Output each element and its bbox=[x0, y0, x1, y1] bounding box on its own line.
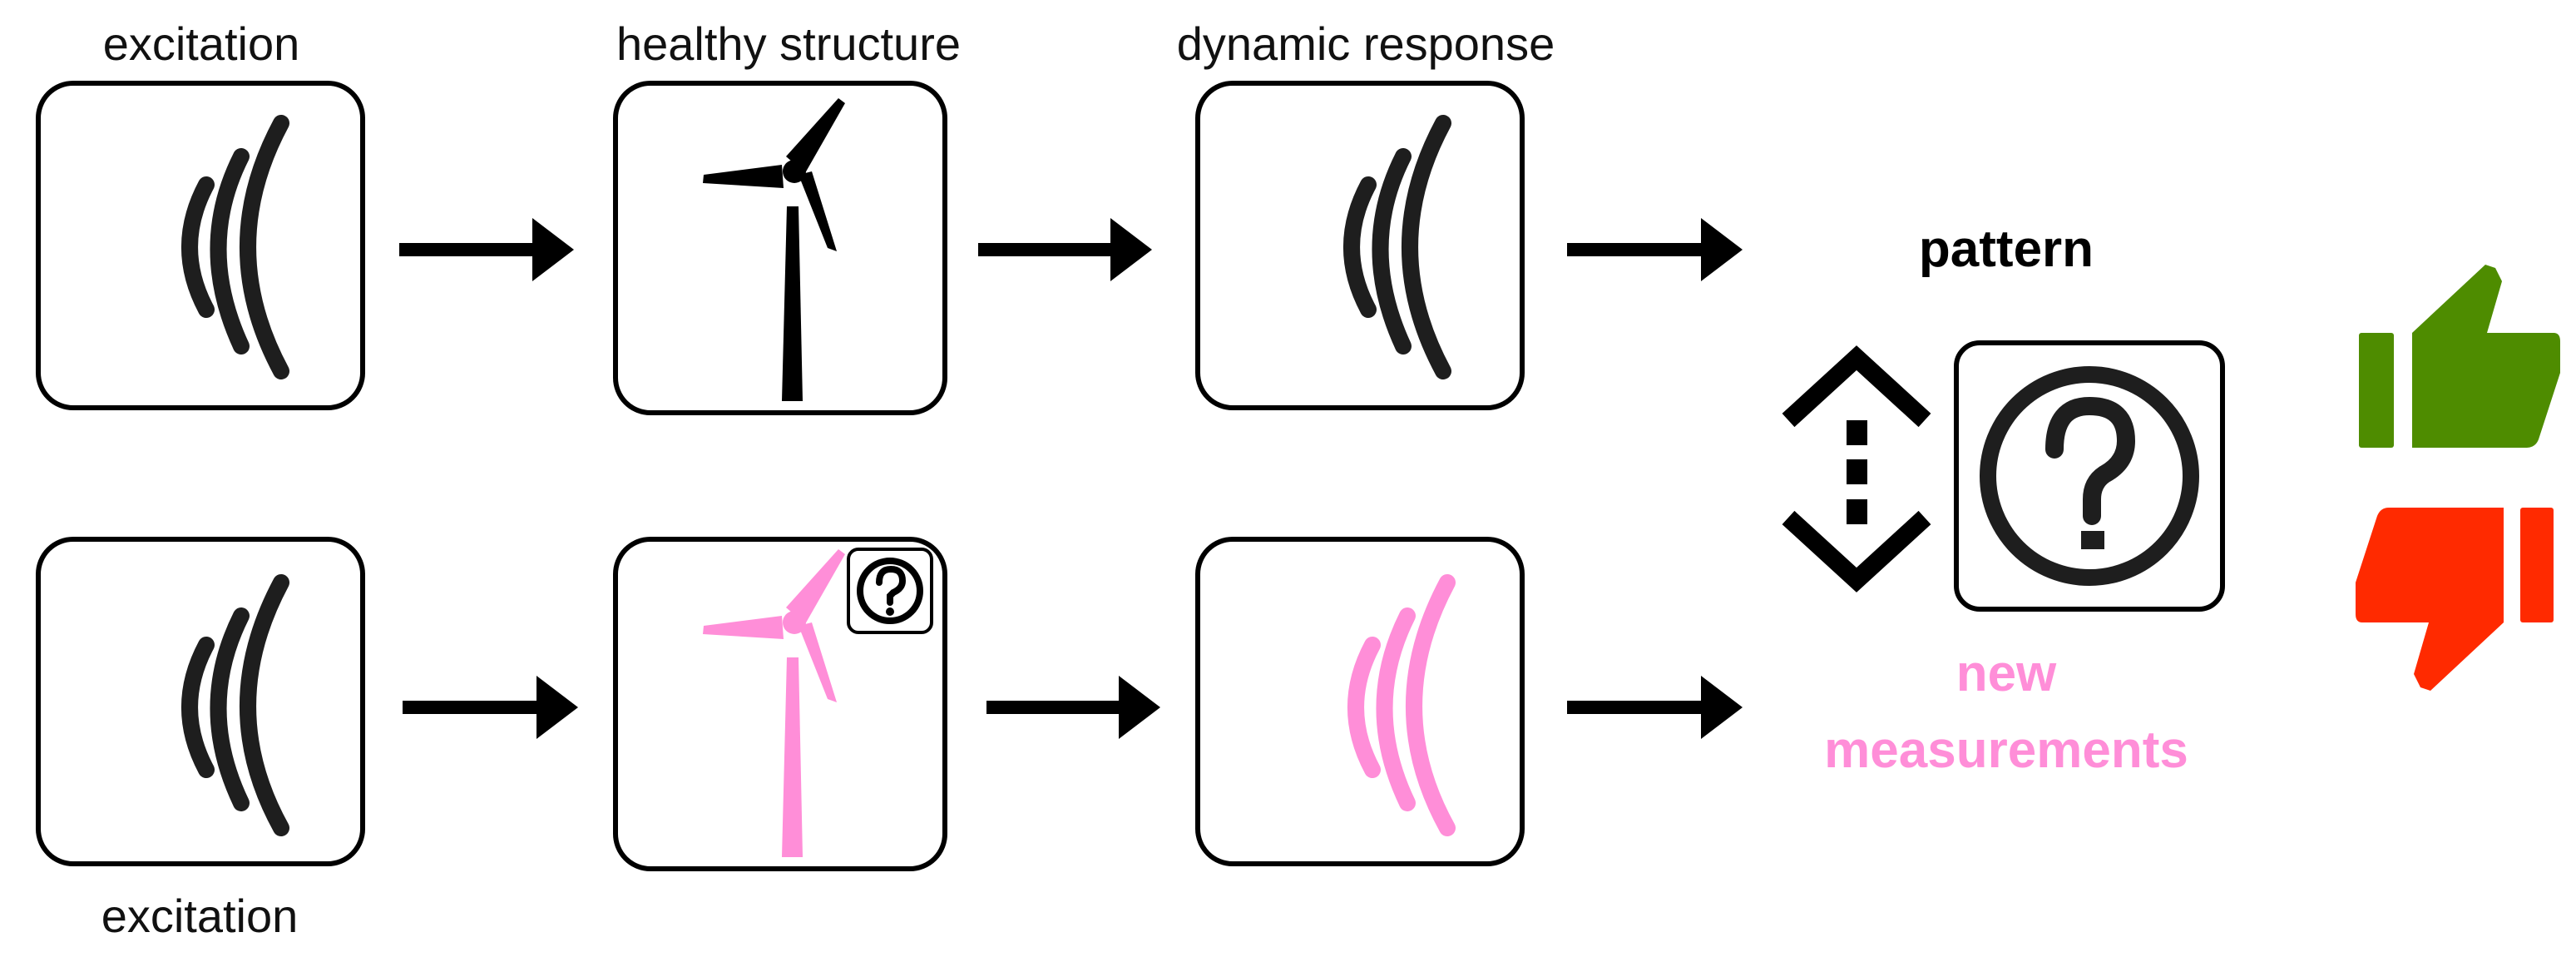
label-healthy-structure: healthy structure bbox=[616, 17, 961, 70]
label-measurements: measurements bbox=[1824, 721, 2188, 779]
arrow-top-3 bbox=[1567, 218, 1743, 281]
label-dynamic-response: dynamic response bbox=[1177, 17, 1555, 70]
box-healthy-structure bbox=[613, 81, 947, 415]
label-top-excitation: excitation bbox=[103, 17, 300, 70]
sound-waves-icon bbox=[1343, 115, 1451, 379]
sound-waves-icon bbox=[181, 574, 289, 836]
wind-turbine-icon bbox=[703, 98, 845, 401]
label-bottom-excitation: excitation bbox=[101, 890, 299, 942]
arrow-bottom-1 bbox=[403, 676, 578, 739]
box-bottom-excitation bbox=[36, 537, 365, 866]
box-unknown-structure bbox=[613, 537, 947, 871]
question-mark-icon bbox=[847, 548, 933, 634]
label-new: new bbox=[1956, 645, 2057, 702]
question-mark-icon bbox=[1954, 340, 2225, 612]
arrow-top-1 bbox=[399, 218, 574, 281]
wind-turbine-icon bbox=[703, 549, 845, 857]
box-top-response bbox=[1195, 81, 1525, 410]
sound-waves-icon bbox=[1347, 574, 1456, 836]
thumbs-down-icon bbox=[2356, 508, 2554, 691]
label-pattern: pattern bbox=[1919, 221, 2094, 278]
double-chevron-icon bbox=[1782, 345, 1931, 593]
arrow-top-2 bbox=[978, 218, 1152, 281]
box-new-response bbox=[1195, 537, 1525, 866]
sound-waves-icon bbox=[181, 115, 289, 379]
box-top-excitation bbox=[36, 81, 365, 410]
arrow-bottom-2 bbox=[986, 676, 1160, 739]
thumbs-up-icon bbox=[2359, 265, 2560, 448]
arrow-bottom-3 bbox=[1567, 676, 1743, 739]
